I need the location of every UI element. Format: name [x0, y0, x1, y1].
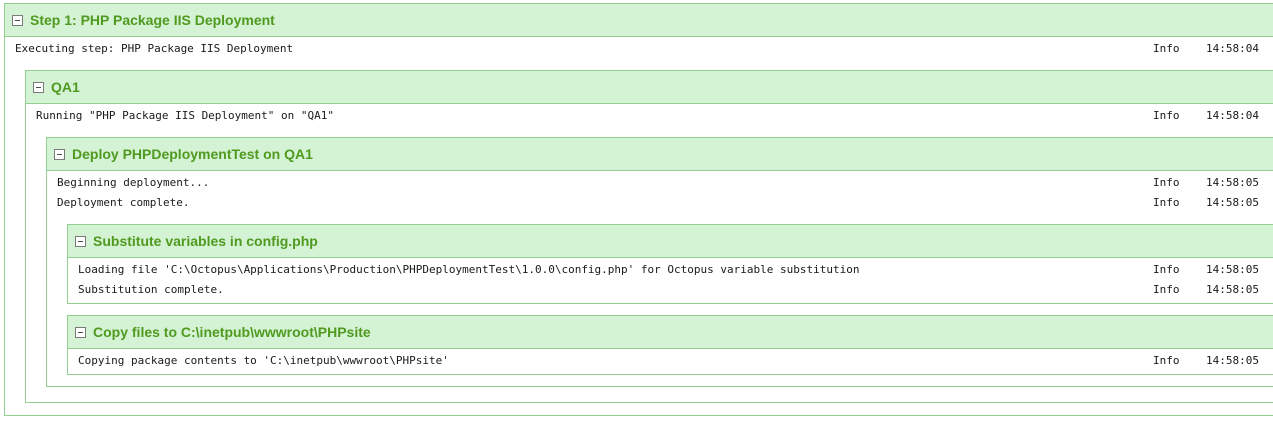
collapse-icon[interactable] — [75, 327, 86, 338]
qa1-header[interactable]: QA1 — [26, 71, 1273, 104]
log-time: 14:58:04 — [1206, 109, 1259, 122]
log-message: Deployment complete. — [57, 196, 190, 209]
log-level: Info — [1153, 176, 1180, 189]
log-message: Executing step: PHP Package IIS Deployme… — [15, 42, 294, 55]
log-level: Info — [1153, 109, 1180, 122]
substitute-section: Substitute variables in config.php — [67, 224, 1273, 304]
log-message: Copying package contents to 'C:\inetpub\… — [78, 354, 449, 367]
collapse-icon[interactable] — [12, 15, 23, 26]
deploy-title: Deploy PHPDeploymentTest on QA1 — [72, 146, 313, 162]
qa1-title: QA1 — [51, 79, 80, 95]
substitute-header[interactable]: Substitute variables in config.php — [68, 225, 1273, 258]
log-time: 14:58:05 — [1206, 263, 1259, 276]
log-time: 14:58:05 — [1206, 283, 1259, 296]
log-level: Info — [1153, 42, 1180, 55]
collapse-icon[interactable] — [75, 236, 86, 247]
log-time: 14:58:05 — [1206, 196, 1259, 209]
deploy-header[interactable]: Deploy PHPDeploymentTest on QA1 — [47, 138, 1273, 171]
substitute-title: Substitute variables in config.php — [93, 233, 318, 249]
step1-header[interactable]: Step 1: PHP Package IIS Deployment — [5, 4, 1273, 37]
log-time: 14:58:04 — [1206, 42, 1259, 55]
log-level: Info — [1153, 196, 1180, 209]
copy-header[interactable]: Copy files to C:\inetpub\wwwroot\PHPsite — [68, 316, 1273, 349]
copy-section: Copy files to C:\inetpub\wwwroot\PHPsite — [67, 315, 1273, 375]
collapse-icon[interactable] — [54, 149, 65, 160]
log-time: 14:58:05 — [1206, 176, 1259, 189]
log-message: Beginning deployment... — [57, 176, 210, 189]
log-message: Substitution complete. — [78, 283, 224, 296]
copy-title: Copy files to C:\inetpub\wwwroot\PHPsite — [93, 324, 371, 340]
log-time: 14:58:05 — [1206, 354, 1259, 367]
log-level: Info — [1153, 283, 1180, 296]
log-level: Info — [1153, 354, 1180, 367]
log-message: Running "PHP Package IIS Deployment" on … — [36, 109, 335, 122]
step1-title: Step 1: PHP Package IIS Deployment — [30, 12, 275, 28]
log-message: Loading file 'C:\Octopus\Applications\Pr… — [78, 263, 860, 276]
collapse-icon[interactable] — [33, 82, 44, 93]
log-level: Info — [1153, 263, 1180, 276]
